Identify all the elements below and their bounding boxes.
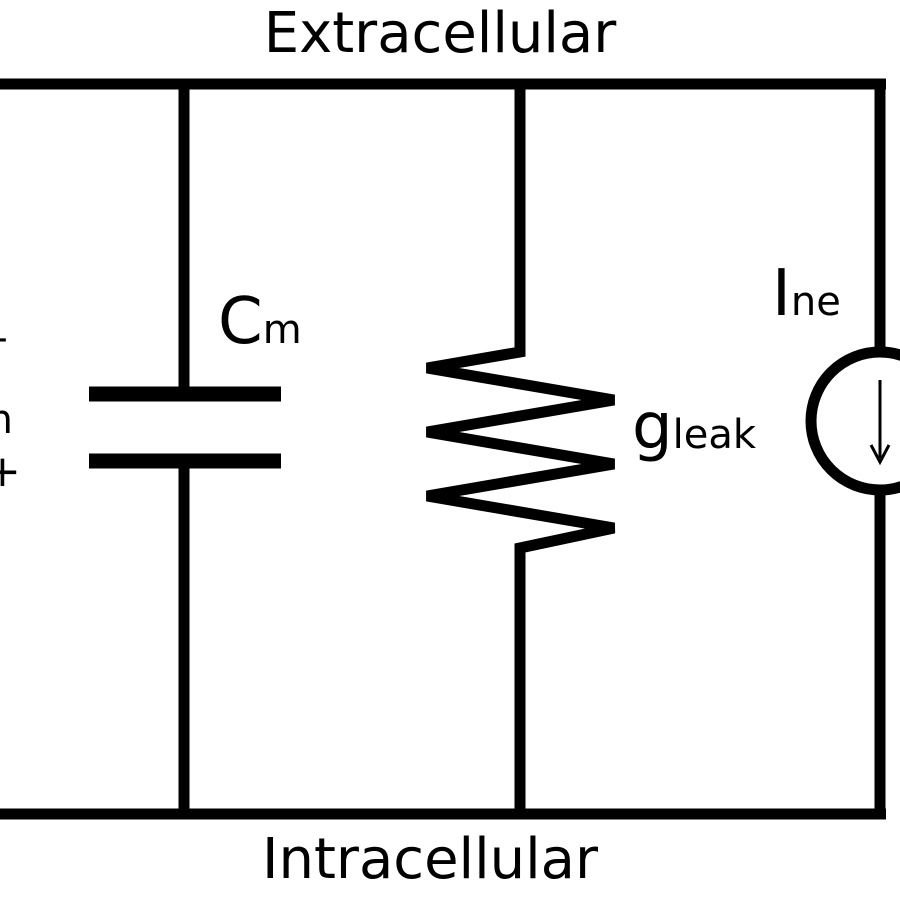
leak-subscript: leak (672, 412, 757, 458)
intracellular-label: Intracellular (261, 827, 599, 892)
extracellular-label: Extracellular (263, 1, 617, 66)
injected-current-label: Ine (772, 262, 841, 326)
current-subscript: ne (790, 279, 841, 325)
voltage-subscript: m (0, 400, 13, 440)
current-arrow-head (869, 444, 891, 466)
voltage-plus-sign: + (0, 446, 21, 497)
leak-symbol: g (632, 390, 673, 464)
capacitance-label: Cm (218, 290, 302, 354)
leak-conductance-label: gleak (632, 395, 756, 459)
voltage-minus-sign: – (0, 316, 8, 360)
current-source-circle (805, 346, 900, 496)
current-symbol: I (772, 257, 791, 331)
capacitance-symbol: C (218, 285, 263, 359)
resistor-zigzag (426, 84, 616, 814)
capacitance-subscript: m (262, 307, 302, 353)
